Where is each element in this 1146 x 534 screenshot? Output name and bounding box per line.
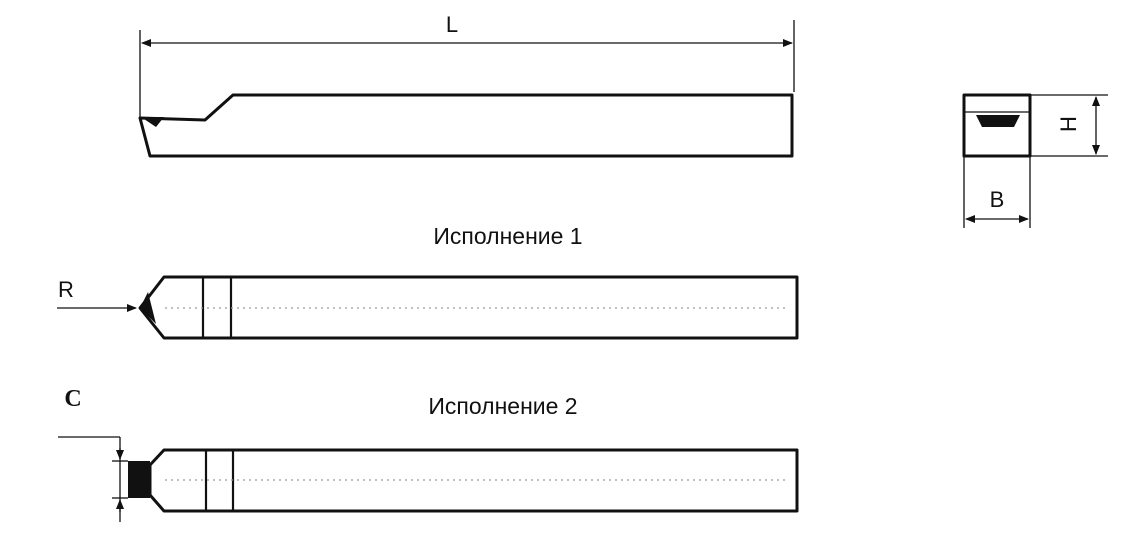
variant-2-title: Исполнение 2 bbox=[428, 393, 577, 419]
variant-2-tip bbox=[128, 461, 150, 498]
length-label: L bbox=[446, 12, 458, 37]
variant-1-tip bbox=[140, 292, 156, 324]
variant-1-view: Исполнение 1 R bbox=[57, 223, 799, 340]
height-label: H bbox=[1056, 116, 1081, 132]
width-label: B bbox=[990, 187, 1005, 212]
chamfer-label: C bbox=[64, 386, 81, 412]
end-view-insert bbox=[976, 115, 1020, 127]
radius-label: R bbox=[58, 277, 74, 302]
variant-1-title: Исполнение 1 bbox=[433, 223, 582, 249]
side-view-body bbox=[138, 93, 794, 158]
variant-2-view: Исполнение 2 C bbox=[58, 386, 799, 522]
side-view: L bbox=[138, 12, 795, 158]
end-view: H B bbox=[962, 93, 1108, 228]
side-view-insert bbox=[141, 117, 164, 127]
